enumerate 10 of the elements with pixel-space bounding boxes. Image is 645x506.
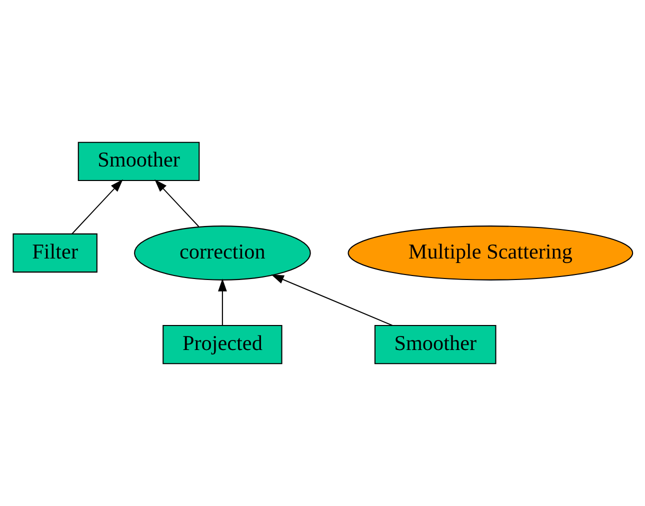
node-box: Filter	[12, 233, 97, 273]
node-ellipse: Multiple Scattering	[347, 226, 633, 280]
node-box: Smoother	[77, 142, 200, 182]
node-ellipse: correction	[134, 226, 310, 280]
arrow	[154, 179, 199, 227]
arrow	[218, 278, 226, 326]
node-box: Smoother	[374, 324, 496, 364]
arrow	[270, 274, 392, 326]
node-box: Projected	[162, 324, 282, 364]
arrow	[71, 179, 122, 234]
